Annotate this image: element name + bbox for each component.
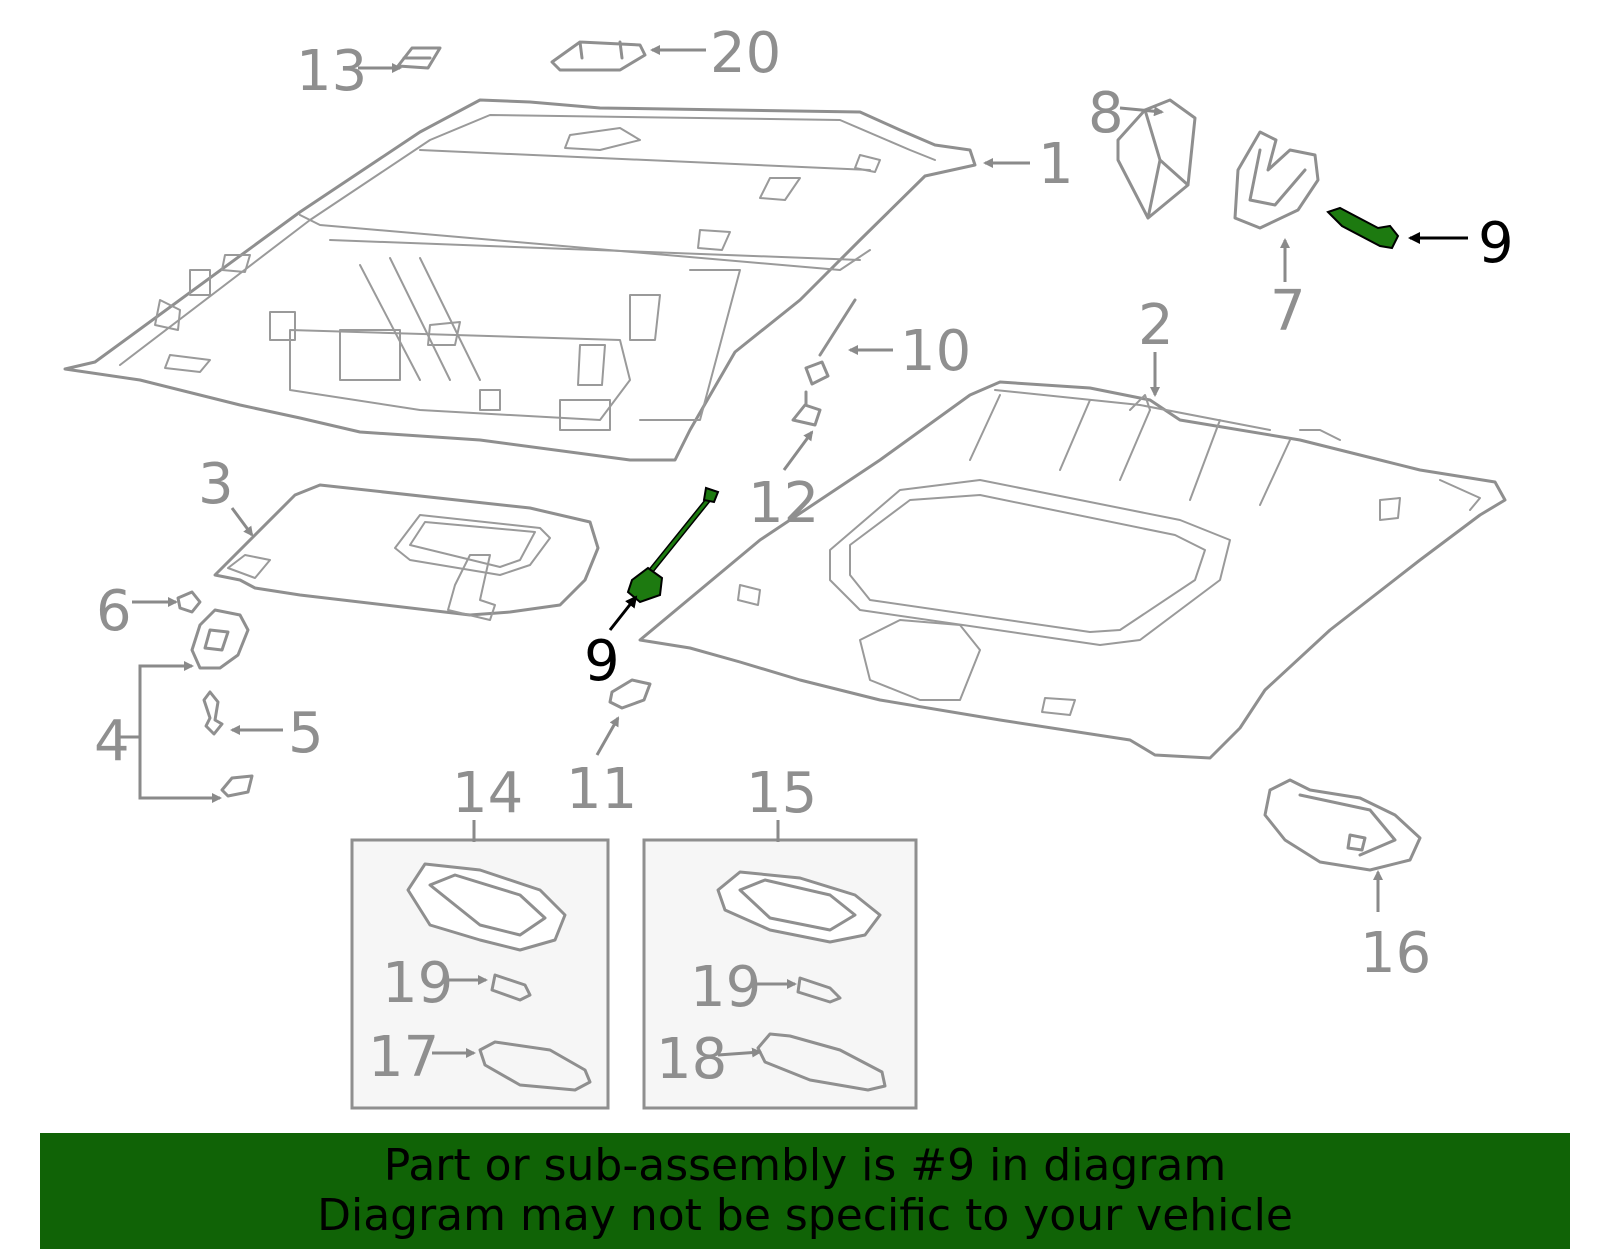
- callout-19-a: 19: [382, 951, 453, 1016]
- part-11-lens: [608, 678, 652, 710]
- callout-5: 5: [288, 701, 324, 766]
- part-14-dome-lamp: [406, 862, 567, 952]
- callout-4: 4: [94, 709, 130, 774]
- callout-17: 17: [368, 1025, 439, 1090]
- part-13-clip: [396, 46, 442, 70]
- callout-15: 15: [746, 761, 817, 826]
- part-8-trim: [1116, 98, 1197, 220]
- callout-9-right: 9: [1478, 211, 1514, 276]
- callout-20: 20: [710, 21, 781, 86]
- callout-6: 6: [96, 579, 132, 644]
- part-4-bracket: [190, 608, 250, 670]
- part-19-bulb-b: [796, 976, 842, 1004]
- banner-line-1: Part or sub-assembly is #9 in diagram: [383, 1140, 1227, 1191]
- part-17-lens: [478, 1040, 592, 1092]
- part-18-lens: [756, 1032, 887, 1092]
- part-1-headliner: [63, 98, 977, 462]
- part-20-bracket: [550, 40, 647, 72]
- part-4-cap: [220, 774, 254, 798]
- callout-9-center: 9: [584, 629, 620, 694]
- callout-2: 2: [1138, 293, 1174, 358]
- part-9-clip-center: [626, 486, 720, 604]
- part-9-clip-right: [1326, 206, 1400, 250]
- part-5-screw: [202, 690, 224, 736]
- callout-1: 1: [1038, 132, 1074, 197]
- callout-3: 3: [198, 452, 234, 517]
- part-6-clip: [176, 590, 202, 614]
- part-2-headliner-sunroof: [638, 380, 1507, 760]
- callout-18: 18: [656, 1027, 727, 1092]
- part-19-bulb-a: [490, 973, 532, 1002]
- callout-16: 16: [1360, 921, 1431, 986]
- part-7-handle: [1233, 130, 1320, 230]
- part-10-harness: [804, 298, 857, 386]
- callout-13: 13: [296, 39, 367, 104]
- callout-10: 10: [900, 319, 971, 384]
- callout-19-b: 19: [690, 955, 761, 1020]
- info-banner: Part or sub-assembly is #9 in diagram Di…: [40, 1133, 1570, 1249]
- part-15-dome-lamp: [716, 870, 882, 944]
- banner-line-2: Diagram may not be specific to your vehi…: [317, 1190, 1293, 1241]
- callout-12: 12: [748, 471, 819, 536]
- callout-8: 8: [1088, 81, 1124, 146]
- part-16-lamp: [1263, 778, 1422, 872]
- callout-14: 14: [452, 761, 523, 826]
- callout-7: 7: [1270, 279, 1306, 344]
- part-3-sun-visor: [213, 483, 600, 621]
- part-12-pin: [791, 390, 822, 427]
- leader-lines: [120, 45, 1468, 1058]
- callout-11: 11: [566, 757, 637, 822]
